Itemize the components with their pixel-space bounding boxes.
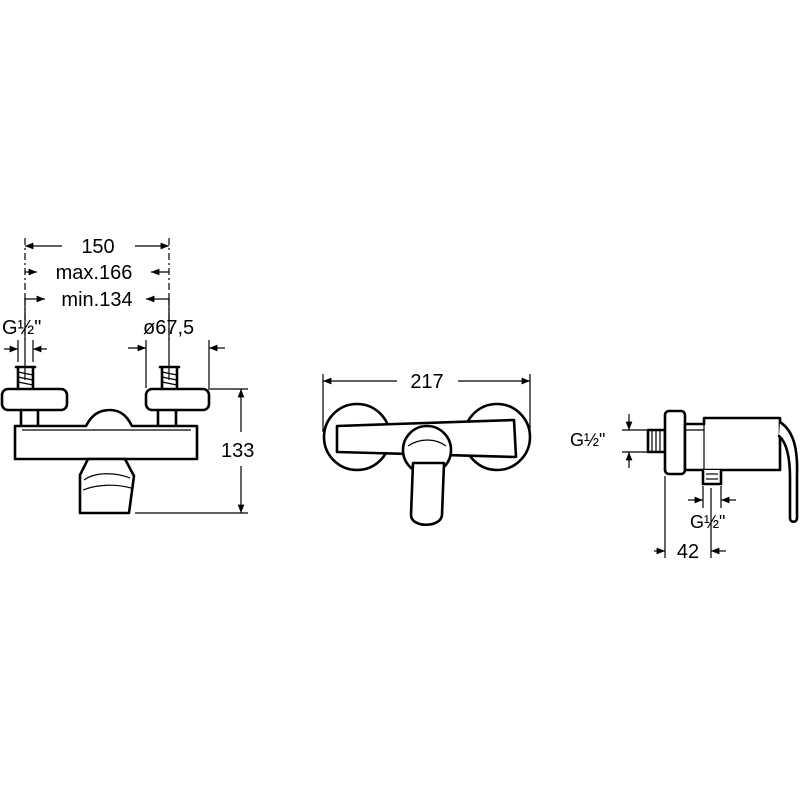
dim-width-label: 217: [410, 371, 443, 393]
thread-bottom-label: G½": [690, 512, 725, 532]
dim-depth-label: 42: [677, 541, 699, 563]
top-body: [322, 402, 532, 527]
side-body: [646, 409, 799, 524]
front-view: 150 max.166 min.134 G½" ø67,5 133: [0, 236, 254, 515]
dim-min-label: min.134: [61, 289, 132, 311]
dim-max-label: max.166: [56, 262, 133, 284]
dim-height-label: 133: [221, 440, 254, 462]
front-body: [0, 365, 211, 515]
side-view: G½" G½": [570, 409, 799, 563]
dim-diameter-label: ø67,5: [143, 317, 194, 339]
dim-150-label: 150: [81, 236, 114, 258]
thread-top-label: G½": [570, 430, 605, 450]
top-view: 217: [322, 371, 532, 527]
thread-left-label: G½": [2, 317, 41, 339]
